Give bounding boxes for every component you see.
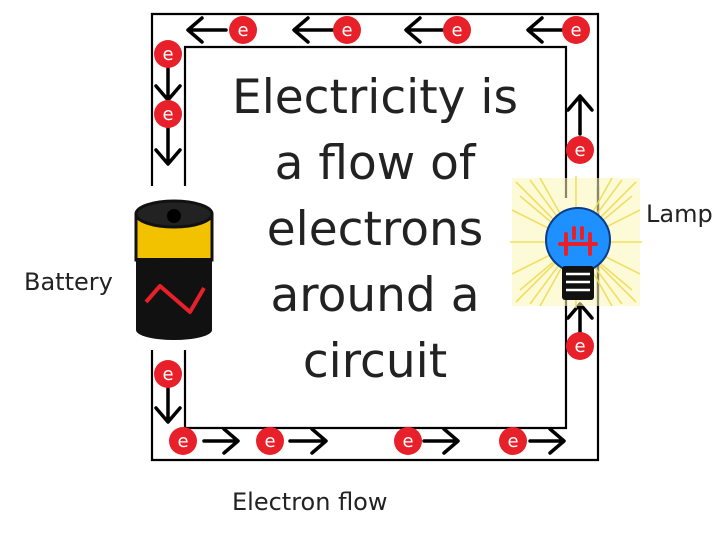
battery-zigzag [144,284,206,314]
electron-symbol: e [237,20,248,41]
arrow-icon [288,427,328,455]
electron-icon: e [154,100,182,128]
electron-flow-label: Electron flow [232,488,388,516]
arrows-top [186,16,564,44]
electron-icon: e [154,40,182,68]
arrow-icon [528,427,566,455]
electron-icon: e [443,16,471,44]
electron-icon: e [229,16,257,44]
arrow-icon [566,94,594,136]
electron-icon: e [154,360,182,388]
electron-icon: e [566,136,594,164]
electron-icon: e [566,332,594,360]
arrow-icon [566,302,594,336]
electron-symbol: e [162,104,173,125]
electron-symbol: e [264,431,275,452]
arrow-icon [154,384,182,424]
arrow-icon [186,16,228,44]
arrow-icon [292,16,336,44]
arrow-icon [404,16,446,44]
arrow-icon [202,427,240,455]
title-line-5: circuit [302,334,448,389]
title-line-4: around a [270,268,480,323]
arrow-icon [154,124,182,166]
electron-icon: e [333,16,361,44]
arrow-icon [422,427,460,455]
electron-symbol: e [574,336,585,357]
battery-icon [134,199,214,340]
electron-symbol: e [451,20,462,41]
electron-symbol: e [341,20,352,41]
electron-symbol: e [177,431,188,452]
arrows-bottom [202,427,566,455]
title-line-3: electrons [266,202,484,257]
battery-label: Battery [24,268,113,296]
inner-wire-top [183,45,568,198]
inner-wire-bottom [183,300,568,430]
electron-symbol: e [574,140,585,161]
arrow-icon [154,62,182,102]
electron-icon: e [562,16,590,44]
lamp-label: Lamp [646,200,713,228]
title-line-2: a flow of [274,136,476,191]
electron-symbol: e [570,20,581,41]
electron-icon: e [169,427,197,455]
electron-icon: e [499,427,527,455]
electron-icon: e [256,427,284,455]
electron-symbol: e [507,431,518,452]
title-line-1: Electricity is [232,70,518,125]
electron-icon: e [394,427,422,455]
electron-symbol: e [402,431,413,452]
electron-symbol: e [162,44,173,65]
arrow-icon [526,16,564,44]
electron-symbol: e [162,364,173,385]
lamp-icon [510,176,642,308]
electrons: e e e e e e e e e e e e e [154,16,594,455]
